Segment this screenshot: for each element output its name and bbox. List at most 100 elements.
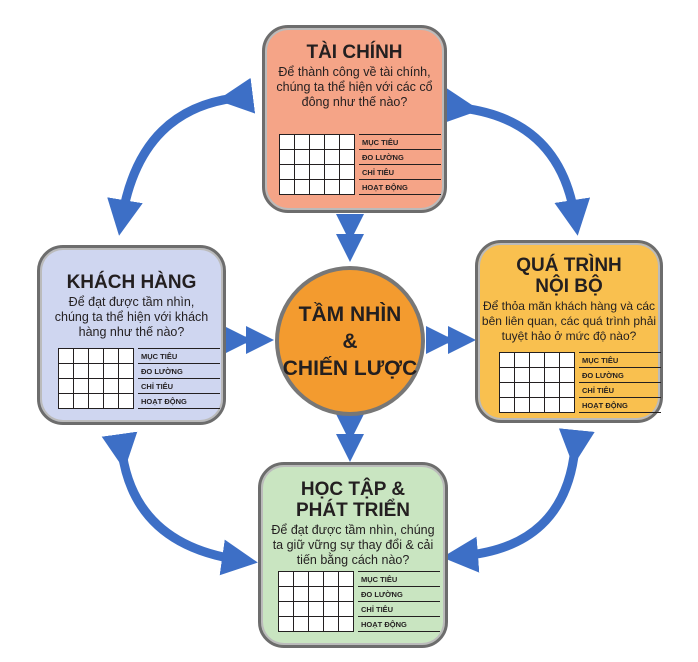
box-title: KHÁCH HÀNG — [66, 272, 197, 293]
grid-cell — [295, 150, 309, 164]
vision-strategy-circle: TẦM NHÌN & CHIẾN LƯỢC — [275, 266, 425, 416]
grid-cell — [89, 394, 103, 408]
grid-cell — [119, 379, 133, 393]
grid-cell — [339, 572, 353, 586]
grid-cell — [59, 349, 73, 363]
curved-arrow-top-right — [441, 87, 591, 236]
grid-cell — [310, 165, 324, 179]
grid-cell — [74, 364, 88, 378]
grid-cell — [340, 150, 354, 164]
center-line-1: TẦM NHÌN — [298, 302, 402, 326]
center-line-3: CHIẾN LƯỢC — [282, 356, 418, 380]
grid-cell — [530, 398, 544, 412]
grid-cells — [279, 134, 355, 195]
grid-cell — [279, 602, 293, 616]
grid-cell — [119, 394, 133, 408]
grid-cell — [515, 368, 529, 382]
learning-growth-box: HỌC TẬP & PHÁT TRIỂN Để đạt được tầm nhì… — [258, 462, 448, 648]
grid-cell — [294, 587, 308, 601]
grid-cell — [279, 617, 293, 631]
grid-cells — [499, 352, 575, 413]
grid-label: HOẠT ĐỘNG — [138, 394, 220, 409]
grid-cell — [119, 349, 133, 363]
grid-cell — [515, 398, 529, 412]
grid-cell — [324, 602, 338, 616]
box-question: Để thỏa mãn khách hàng và các bên liên q… — [481, 299, 657, 343]
grid-cell — [89, 379, 103, 393]
grid-cell — [59, 364, 73, 378]
grid-label: MỤC TIÊU — [359, 134, 441, 150]
customer-box: KHÁCH HÀNG Để đạt được tầm nhìn, chúng t… — [37, 245, 226, 425]
box-question: Để đạt được tầm nhìn, chúng ta giữ vững … — [271, 523, 435, 567]
grid-cell — [104, 349, 118, 363]
box-question: Để thành công về tài chính, chúng ta thể… — [276, 65, 433, 109]
grid-label: MỤC TIÊU — [579, 352, 661, 368]
grid-cell — [59, 394, 73, 408]
curved-arrow-bottom-right — [442, 428, 595, 573]
grid-cell — [530, 383, 544, 397]
box-title: TÀI CHÍNH — [306, 42, 403, 63]
grid-label: CHỈ TIÊU — [579, 383, 661, 398]
grid-cell — [310, 180, 324, 194]
grid-cell — [294, 617, 308, 631]
grid-cell — [279, 572, 293, 586]
grid-label: ĐO LƯỜNG — [358, 587, 440, 602]
grid-cell — [325, 150, 339, 164]
grid-cell — [560, 368, 574, 382]
grid-cell — [324, 587, 338, 601]
grid-cell — [325, 165, 339, 179]
grid-cell — [325, 135, 339, 149]
grid-label: ĐO LƯỜNG — [138, 364, 220, 379]
grid-cell — [89, 364, 103, 378]
grid-cell — [339, 602, 353, 616]
grid-cell — [74, 379, 88, 393]
grid-cell — [545, 383, 559, 397]
box-title: QUÁ TRÌNH NỘI BỘ — [516, 255, 622, 297]
grid-cells — [58, 348, 134, 409]
grid-cell — [295, 135, 309, 149]
grid-label: ĐO LƯỜNG — [579, 368, 661, 383]
grid-cell — [104, 364, 118, 378]
grid-label: MỤC TIÊU — [358, 571, 440, 587]
grid-cell — [280, 135, 294, 149]
grid-cell — [515, 383, 529, 397]
curved-arrow-top-left — [107, 77, 256, 236]
grid-cell — [545, 398, 559, 412]
grid-label: HOẠT ĐỘNG — [359, 180, 441, 195]
grid-cell — [74, 349, 88, 363]
grid-label: CHỈ TIÊU — [358, 602, 440, 617]
grid-cell — [530, 368, 544, 382]
center-line-2: & — [342, 329, 358, 353]
grid-cell — [500, 398, 514, 412]
grid-cell — [104, 379, 118, 393]
grid-cell — [280, 180, 294, 194]
grid-cell — [59, 379, 73, 393]
grid-cell — [339, 587, 353, 601]
grid-cells — [278, 571, 354, 632]
grid-cell — [280, 165, 294, 179]
grid-cell — [340, 180, 354, 194]
grid-cell — [89, 349, 103, 363]
box-question: Để đạt được tầm nhìn, chúng ta thể hiện … — [54, 295, 209, 339]
grid-cell — [309, 617, 323, 631]
grid-label: ĐO LƯỜNG — [359, 150, 441, 165]
grid-cell — [560, 383, 574, 397]
grid-cell — [104, 394, 118, 408]
grid-cell — [500, 368, 514, 382]
grid-cell — [515, 353, 529, 367]
finance-box: TÀI CHÍNH Để thành công về tài chính, ch… — [262, 25, 447, 213]
grid-label: HOẠT ĐỘNG — [358, 617, 440, 632]
grid-cell — [119, 364, 133, 378]
grid-cell — [74, 394, 88, 408]
grid-cell — [324, 617, 338, 631]
grid-cell — [500, 383, 514, 397]
grid-cell — [340, 165, 354, 179]
grid-label: CHỈ TIÊU — [359, 165, 441, 180]
internal-process-box: QUÁ TRÌNH NỘI BỘ Để thỏa mãn khách hàng … — [475, 240, 663, 423]
